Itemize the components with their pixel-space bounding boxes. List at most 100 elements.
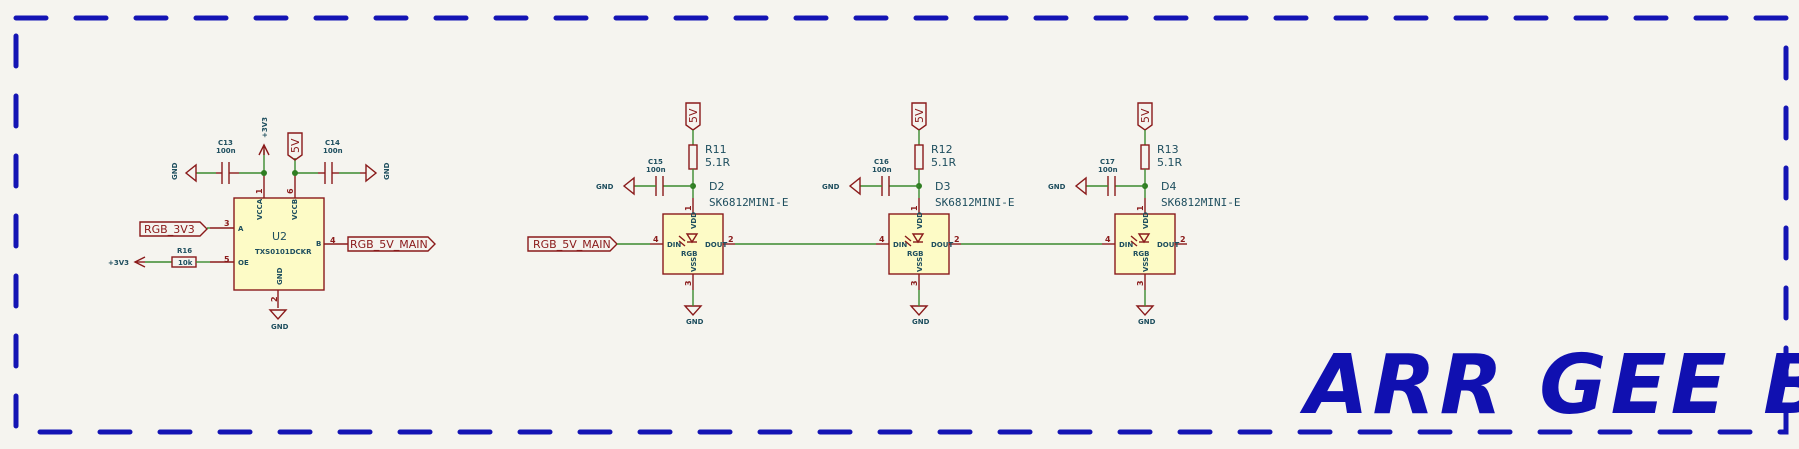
led-gnd: GND <box>686 318 704 326</box>
led-cap-gnd: GND <box>596 183 614 191</box>
sheet-title: ARR GEE BEE <box>1299 338 1799 433</box>
u2-pin-vccb: VCCB <box>291 199 299 220</box>
u2-value: TXS0101DCKR <box>255 248 312 256</box>
led-pinnum-vdd: 1 <box>1136 205 1145 211</box>
led-pinnum-din: 4 <box>1105 235 1111 244</box>
led-value: SK6812MINI-E <box>935 196 1014 209</box>
c13-ref: C13 <box>218 139 233 147</box>
led-gnd-symbol <box>1135 305 1155 317</box>
led-rgb-label: RGB <box>907 250 923 258</box>
led-cap-value: 100n <box>1098 166 1118 174</box>
u2-pin-vcca: VCCA <box>256 198 264 220</box>
u2-rgb-5v-main-label[interactable] <box>347 236 436 252</box>
u2-pinnum-1: 1 <box>255 188 264 194</box>
led-pin-din: DIN <box>893 241 907 249</box>
chain-rgb-5v-main-text: RGB_5V_MAIN <box>533 238 611 251</box>
led-cap-gnd-symbol <box>1074 176 1087 196</box>
c14-value: 100n <box>323 147 343 155</box>
led-cap-gnd-symbol <box>622 176 635 196</box>
led-resistor-ref: R11 <box>705 143 727 156</box>
led-pin-vss: VSS <box>916 257 924 272</box>
led-gnd: GND <box>912 318 930 326</box>
led-pin-din: DIN <box>667 241 681 249</box>
led-pin-dout: DOUT <box>705 241 727 249</box>
led-diode-icon <box>911 233 925 244</box>
led-resistor-body[interactable] <box>688 144 698 170</box>
u2-pinnum-3: 3 <box>224 219 230 228</box>
u2-body[interactable] <box>233 197 325 291</box>
led-pin-vdd: VDD <box>916 212 924 229</box>
led-resistor-body[interactable] <box>914 144 924 170</box>
led-pinnum-dout: 2 <box>1180 235 1186 244</box>
level-shifter-section: U2 TXS0101DCKR VCCA VCCB A OE B GND 1 6 … <box>108 117 436 331</box>
led-light-arrow-icon <box>904 240 912 247</box>
led-5v-flag <box>1137 102 1153 131</box>
led-value: SK6812MINI-E <box>1161 196 1240 209</box>
u2-pin-b: B <box>316 240 321 248</box>
led-pin-vss: VSS <box>1142 257 1150 272</box>
led-pinnum-dout: 2 <box>954 235 960 244</box>
u2-5v-flag <box>287 132 303 161</box>
u2-gnd: GND <box>271 323 289 331</box>
led-pin-vdd: VDD <box>1142 212 1150 229</box>
led-ref: D4 <box>1161 180 1176 193</box>
led-resistor-ref: R12 <box>931 143 953 156</box>
c13-gnd: GND <box>171 162 179 180</box>
led-cap-gnd-symbol <box>848 176 861 196</box>
led-cap-gnd: GND <box>1048 183 1066 191</box>
led-light-arrow-icon <box>678 240 686 247</box>
u2-pin-a: A <box>238 225 244 233</box>
c13-value: 100n <box>216 147 236 155</box>
junction-dot <box>261 170 267 176</box>
led-resistor-ref: R13 <box>1157 143 1179 156</box>
sheet-border <box>13 15 1789 435</box>
u2-pin-gnd: GND <box>276 267 284 285</box>
led-rgb-label: RGB <box>1133 250 1149 258</box>
led-resistor-value: 5.1R <box>931 156 956 169</box>
led-5v-label: 5V <box>1139 108 1152 123</box>
led-pinnum-dout: 2 <box>728 235 734 244</box>
led-pinnum-vdd: 1 <box>684 205 693 211</box>
led-pinnum-vss: 3 <box>684 280 693 286</box>
led-5v-label: 5V <box>913 108 926 123</box>
led-cap-value: 100n <box>872 166 892 174</box>
led-gnd-symbol <box>909 305 929 317</box>
led-light-arrow-icon <box>1130 240 1138 247</box>
u2-pinnum-2: 2 <box>270 296 279 302</box>
led-5v-flag <box>911 102 927 131</box>
led-pin-dout: DOUT <box>931 241 953 249</box>
led-body[interactable] <box>1114 213 1176 275</box>
led-rgb-label: RGB <box>681 250 697 258</box>
u2-5v-label: 5V <box>289 138 302 153</box>
led-pinnum-din: 4 <box>653 235 659 244</box>
led-gnd-symbol <box>683 305 703 317</box>
led-cap-ref: C16 <box>874 158 889 166</box>
u2-rgb-5v-main-text: RGB_5V_MAIN <box>350 238 428 251</box>
led-pinnum-vdd: 1 <box>910 205 919 211</box>
u2-pin-oe: OE <box>238 259 249 267</box>
led-light-arrow-icon <box>904 235 912 242</box>
led-pin-vdd: VDD <box>690 212 698 229</box>
u2-pinnum-6: 6 <box>286 188 295 194</box>
led-pin-din: DIN <box>1119 241 1133 249</box>
rgb-3v3-net-label[interactable] <box>139 221 208 237</box>
r16-3v3: +3V3 <box>108 259 129 267</box>
u2-pinnum-4: 4 <box>330 236 336 245</box>
led-resistor-value: 5.1R <box>1157 156 1182 169</box>
led-ref: D2 <box>709 180 724 193</box>
led-resistor-body[interactable] <box>1140 144 1150 170</box>
power-3v3-top: +3V3 <box>261 117 269 138</box>
led-5v-flag <box>685 102 701 131</box>
led-cap-ref: C15 <box>648 158 663 166</box>
led-ref: D3 <box>935 180 950 193</box>
led-pin-dout: DOUT <box>1157 241 1179 249</box>
c14-gnd: GND <box>383 162 391 180</box>
led-value: SK6812MINI-E <box>709 196 788 209</box>
led-5v-label: 5V <box>687 108 700 123</box>
r16-value: 10k <box>178 259 193 267</box>
led-pin-vss: VSS <box>690 257 698 272</box>
chain-rgb-5v-main-label[interactable] <box>527 236 618 252</box>
